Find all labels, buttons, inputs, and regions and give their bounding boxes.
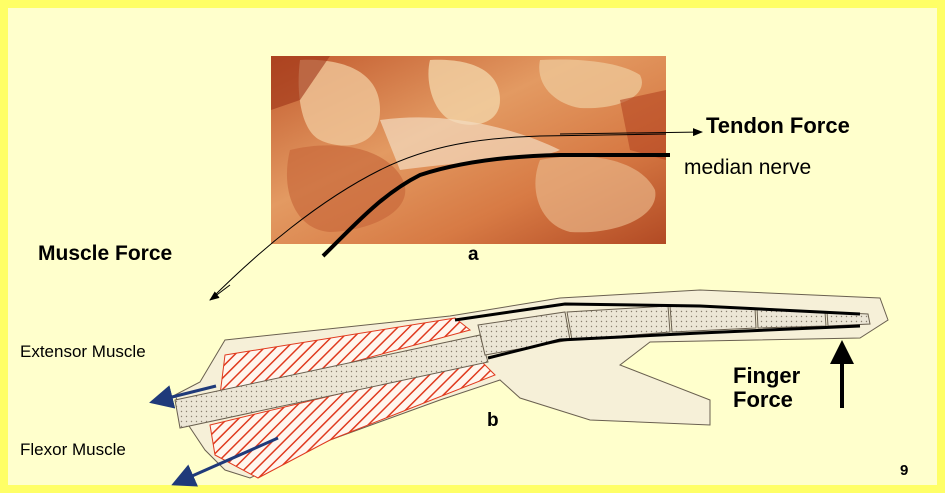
figure-a-label: a bbox=[468, 244, 479, 266]
tendon-force-label: Tendon Force bbox=[706, 113, 850, 139]
muscle-force-arrow-head bbox=[210, 285, 230, 300]
extensor-muscle-label: Extensor Muscle bbox=[20, 342, 146, 362]
anatomy-photo bbox=[271, 56, 666, 244]
finger-force-line1: Finger bbox=[733, 364, 800, 388]
page-number: 9 bbox=[900, 462, 908, 479]
muscle-force-label: Muscle Force bbox=[38, 242, 172, 266]
flexor-muscle-label: Flexor Muscle bbox=[20, 440, 126, 460]
finger-force-label: Finger Force bbox=[733, 364, 800, 412]
finger-force-line2: Force bbox=[733, 388, 800, 412]
figure-b-label: b bbox=[487, 410, 499, 432]
median-nerve-label: median nerve bbox=[684, 156, 811, 180]
